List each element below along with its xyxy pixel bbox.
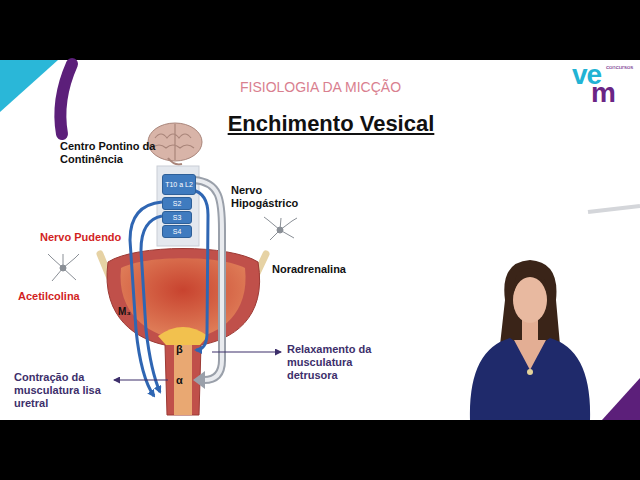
neurotransmitter-label: Acetilcolina xyxy=(18,290,80,303)
spinal-segment-box: S3 xyxy=(162,211,192,224)
segment-label: T10 a L2 xyxy=(165,180,193,189)
bladder-illustration xyxy=(100,249,266,416)
spinal-segment-box: T10 a L2 xyxy=(162,174,196,195)
presenter-figure xyxy=(470,260,590,420)
brain-icon xyxy=(148,123,202,164)
spinal-segment-box: S2 xyxy=(162,197,192,210)
receptor-label: β xyxy=(176,343,183,356)
nerve-label: Nervo Pudendo xyxy=(40,231,121,244)
receptor-label: α xyxy=(176,374,183,387)
corner-decor xyxy=(602,378,640,420)
effect-label: Contração da musculatura lisa uretral xyxy=(14,371,112,410)
neuron-icon xyxy=(48,254,79,281)
center-label: Centro Pontino da Continência xyxy=(60,140,160,166)
slide-title: Enchimento Vesical xyxy=(180,111,482,137)
slide-ground xyxy=(0,60,640,420)
receptor-label: M₃ xyxy=(118,305,131,318)
neurotransmitter-label: Noradrenalina xyxy=(272,263,346,276)
logo-text: m xyxy=(591,78,616,108)
swoosh-decor xyxy=(60,64,72,134)
segment-label: S2 xyxy=(173,199,182,208)
segment-label: S4 xyxy=(173,227,182,236)
stripe-decor xyxy=(588,206,640,212)
neuron-icon xyxy=(264,217,297,240)
leader-line xyxy=(114,379,168,380)
nerve-arrows xyxy=(130,180,222,396)
leader-line xyxy=(212,351,281,352)
header-text: FISIOLOGIA DA MICÇÃO xyxy=(240,79,401,95)
spinal-segment-box: S4 xyxy=(162,225,192,238)
corner-decor xyxy=(0,60,58,112)
segment-label: S3 xyxy=(173,213,182,222)
logo-text: concursos xyxy=(606,64,633,71)
nerve-label: Nervo Hipogástrico xyxy=(231,184,307,210)
spinal-column xyxy=(157,166,199,246)
effect-label: Relaxamento da musculatura detrusora xyxy=(287,343,379,382)
